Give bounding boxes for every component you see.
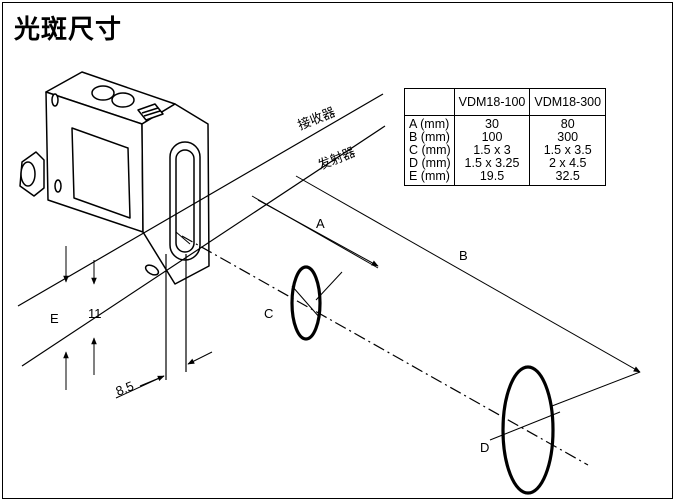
label-b: B <box>459 248 468 263</box>
beam-lines <box>17 93 589 466</box>
label-e: E <box>50 311 59 326</box>
label-8-5: 8.5 <box>114 378 136 399</box>
dimension-e <box>63 246 97 390</box>
cell-vdm18-300: 300 <box>529 131 607 144</box>
cell-vdm18-300: 80 <box>529 115 607 131</box>
emitter-label: 发射器 <box>316 144 358 173</box>
label-c: C <box>264 306 273 321</box>
cell-vdm18-100: 30 <box>453 115 531 131</box>
cell-vdm18-100: 100 <box>453 131 531 144</box>
table-row: E (mm) 19.5 32.5 <box>404 170 607 186</box>
label-a: A <box>316 216 325 231</box>
cell-vdm18-100: 1.5 x 3.25 <box>453 157 531 170</box>
row-label: A (mm) <box>404 115 455 131</box>
sensor-body <box>19 71 210 285</box>
spec-table: VDM18-100 VDM18-300 A (mm) 30 80 B (mm) … <box>404 88 607 186</box>
table-header-vdm18-100: VDM18-100 <box>453 88 531 116</box>
figure-title: 光斑尺寸 <box>14 15 123 45</box>
table-header-row: VDM18-100 VDM18-300 <box>404 88 607 116</box>
dimension-8-5 <box>115 351 213 399</box>
cell-vdm18-100: 19.5 <box>453 170 531 186</box>
label-11: 11 <box>88 306 102 321</box>
table-row: A (mm) 30 80 <box>404 115 607 131</box>
table-row: B (mm) 100 300 <box>404 131 607 144</box>
cell-vdm18-300: 2 x 4.5 <box>529 157 607 170</box>
row-label: B (mm) <box>404 131 455 144</box>
cell-vdm18-300: 1.5 x 3.5 <box>529 144 607 157</box>
table-header-empty <box>404 88 455 116</box>
receiver-label: 接收器 <box>296 104 338 133</box>
spot-c-ellipse <box>290 265 322 341</box>
row-label: D (mm) <box>404 157 455 170</box>
cell-vdm18-300: 32.5 <box>529 170 607 186</box>
table-row: C (mm) 1.5 x 3 1.5 x 3.5 <box>404 144 607 157</box>
dimension-b <box>295 175 641 407</box>
row-label: C (mm) <box>404 144 455 157</box>
table-header-vdm18-300: VDM18-300 <box>529 88 607 116</box>
label-d: D <box>480 440 489 455</box>
cell-vdm18-100: 1.5 x 3 <box>453 144 531 157</box>
spot-cross-marks <box>175 231 561 441</box>
dimension-a <box>251 195 379 301</box>
spot-d-ellipse <box>501 365 555 495</box>
row-label: E (mm) <box>404 170 455 186</box>
table-row: D (mm) 1.5 x 3.25 2 x 4.5 <box>404 157 607 170</box>
